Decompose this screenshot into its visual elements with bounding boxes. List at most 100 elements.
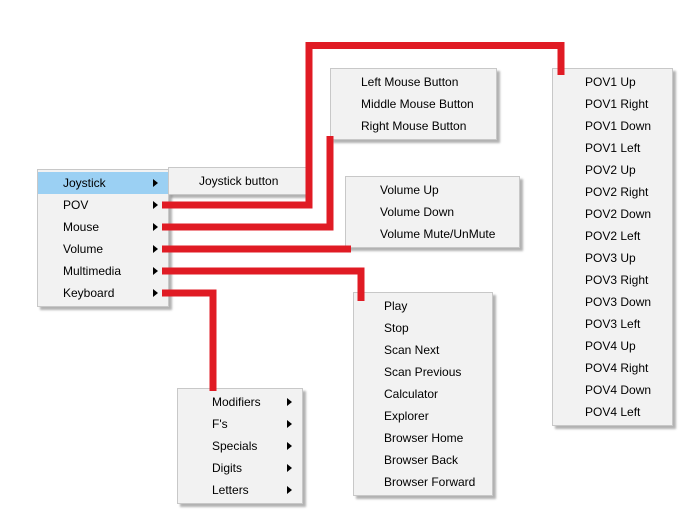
menu-item-label: Mouse	[63, 220, 100, 234]
menu-item-pov4-left[interactable]: POV4 Left	[553, 401, 672, 423]
menu-item-pov1-down[interactable]: POV1 Down	[553, 115, 672, 137]
menu-item-digits[interactable]: Digits	[178, 457, 302, 479]
menu-item-explorer[interactable]: Explorer	[354, 405, 492, 427]
menu-item-label: Volume Mute/UnMute	[380, 227, 496, 241]
submenu-arrow-icon	[153, 223, 158, 231]
keyboard-submenu: Modifiers F's Specials Digits Letters	[177, 388, 303, 504]
menu-item-volume[interactable]: Volume	[38, 238, 168, 260]
menu-item-volume-down[interactable]: Volume Down	[346, 201, 519, 223]
submenu-arrow-icon	[287, 464, 292, 472]
menu-item-label: Right Mouse Button	[361, 119, 467, 133]
menu-item-pov2-up[interactable]: POV2 Up	[553, 159, 672, 181]
menu-item-scan-next[interactable]: Scan Next	[354, 339, 492, 361]
menu-item-label: POV4 Up	[585, 339, 636, 353]
menu-item-fs[interactable]: F's	[178, 413, 302, 435]
menu-item-pov3-right[interactable]: POV3 Right	[553, 269, 672, 291]
menu-item-label: POV1 Left	[585, 141, 641, 155]
menu-item-label: POV1 Up	[585, 75, 636, 89]
menu-item-letters[interactable]: Letters	[178, 479, 302, 501]
submenu-arrow-icon	[287, 486, 292, 494]
menu-item-modifiers[interactable]: Modifiers	[178, 391, 302, 413]
menu-item-specials[interactable]: Specials	[178, 435, 302, 457]
menu-item-pov1-right[interactable]: POV1 Right	[553, 93, 672, 115]
menu-item-volume-up[interactable]: Volume Up	[346, 179, 519, 201]
connector-line-multimedia	[162, 267, 365, 301]
menu-item-joystick-button[interactable]: Joystick button	[169, 170, 306, 192]
menu-item-left-mouse-button[interactable]: Left Mouse Button	[331, 71, 496, 93]
menu-item-label: Browser Back	[384, 453, 459, 467]
submenu-arrow-icon	[153, 201, 158, 209]
connector-line-keyboard	[162, 289, 217, 391]
menu-item-label: Scan Previous	[384, 365, 462, 379]
menu-item-label: POV	[63, 198, 89, 212]
menu-item-middle-mouse-button[interactable]: Middle Mouse Button	[331, 93, 496, 115]
menu-item-label: POV4 Right	[585, 361, 649, 375]
menu-item-pov3-left[interactable]: POV3 Left	[553, 313, 672, 335]
menu-item-pov4-up[interactable]: POV4 Up	[553, 335, 672, 357]
menu-item-scan-previous[interactable]: Scan Previous	[354, 361, 492, 383]
menu-item-pov[interactable]: POV	[38, 194, 168, 216]
menu-item-label: Joystick button	[199, 174, 279, 188]
submenu-arrow-icon	[287, 398, 292, 406]
menu-item-pov1-left[interactable]: POV1 Left	[553, 137, 672, 159]
menu-item-multimedia[interactable]: Multimedia	[38, 260, 168, 282]
menu-item-label: Volume Down	[380, 205, 455, 219]
menu-item-label: Browser Forward	[384, 475, 476, 489]
mouse-submenu: Left Mouse Button Middle Mouse Button Ri…	[330, 68, 497, 140]
menu-item-label: Browser Home	[384, 431, 464, 445]
menu-item-pov1-up[interactable]: POV1 Up	[553, 71, 672, 93]
menu-item-keyboard[interactable]: Keyboard	[38, 282, 168, 304]
menu-item-label: Left Mouse Button	[361, 75, 459, 89]
menu-item-label: Play	[384, 299, 408, 313]
menu-item-label: Joystick	[63, 176, 106, 190]
submenu-arrow-icon	[153, 289, 158, 297]
menu-item-label: POV4 Left	[585, 405, 641, 419]
menu-item-pov3-up[interactable]: POV3 Up	[553, 247, 672, 269]
menu-item-label: POV2 Up	[585, 163, 636, 177]
menu-item-volume-mute[interactable]: Volume Mute/UnMute	[346, 223, 519, 245]
menu-item-label: POV3 Down	[585, 295, 652, 309]
menu-item-browser-back[interactable]: Browser Back	[354, 449, 492, 471]
menu-item-label: Volume	[63, 242, 104, 256]
menu-item-label: Volume Up	[380, 183, 439, 197]
multimedia-submenu: Play Stop Scan Next Scan Previous Calcul…	[353, 292, 493, 496]
submenu-arrow-icon	[153, 179, 158, 187]
menu-item-label: POV1 Down	[585, 119, 652, 133]
menu-item-pov4-right[interactable]: POV4 Right	[553, 357, 672, 379]
menu-item-label: Stop	[384, 321, 409, 335]
submenu-arrow-icon	[287, 442, 292, 450]
menu-item-pov4-down[interactable]: POV4 Down	[553, 379, 672, 401]
menu-item-play[interactable]: Play	[354, 295, 492, 317]
menu-item-label: Scan Next	[384, 343, 440, 357]
menu-item-label: Middle Mouse Button	[361, 97, 474, 111]
menu-item-label: Explorer	[384, 409, 429, 423]
menu-item-label: Keyboard	[63, 286, 115, 300]
menu-item-label: Letters	[212, 483, 249, 497]
menu-item-label: F's	[212, 417, 228, 431]
menu-item-calculator[interactable]: Calculator	[354, 383, 492, 405]
menu-item-pov2-right[interactable]: POV2 Right	[553, 181, 672, 203]
menu-item-label: POV3 Up	[585, 251, 636, 265]
menu-item-pov2-down[interactable]: POV2 Down	[553, 203, 672, 225]
menu-item-joystick[interactable]: Joystick	[38, 172, 168, 194]
submenu-arrow-icon	[287, 420, 292, 428]
menu-item-label: Specials	[212, 439, 258, 453]
menu-item-label: POV3 Right	[585, 273, 649, 287]
menu-item-mouse[interactable]: Mouse	[38, 216, 168, 238]
pov-submenu: POV1 Up POV1 Right POV1 Down POV1 Left P…	[552, 68, 673, 426]
menu-item-label: POV1 Right	[585, 97, 649, 111]
menu-item-browser-home[interactable]: Browser Home	[354, 427, 492, 449]
menu-item-label: Modifiers	[212, 395, 261, 409]
menu-item-pov2-left[interactable]: POV2 Left	[553, 225, 672, 247]
menu-item-label: Digits	[212, 461, 243, 475]
menu-item-label: Calculator	[384, 387, 439, 401]
menu-item-label: POV2 Down	[585, 207, 652, 221]
menu-item-label: POV2 Left	[585, 229, 641, 243]
menu-item-stop[interactable]: Stop	[354, 317, 492, 339]
submenu-arrow-icon	[153, 245, 158, 253]
menu-item-browser-forward[interactable]: Browser Forward	[354, 471, 492, 493]
joystick-submenu: Joystick button	[168, 167, 307, 195]
menu-item-pov3-down[interactable]: POV3 Down	[553, 291, 672, 313]
menu-item-right-mouse-button[interactable]: Right Mouse Button	[331, 115, 496, 137]
menu-item-label: POV4 Down	[585, 383, 652, 397]
